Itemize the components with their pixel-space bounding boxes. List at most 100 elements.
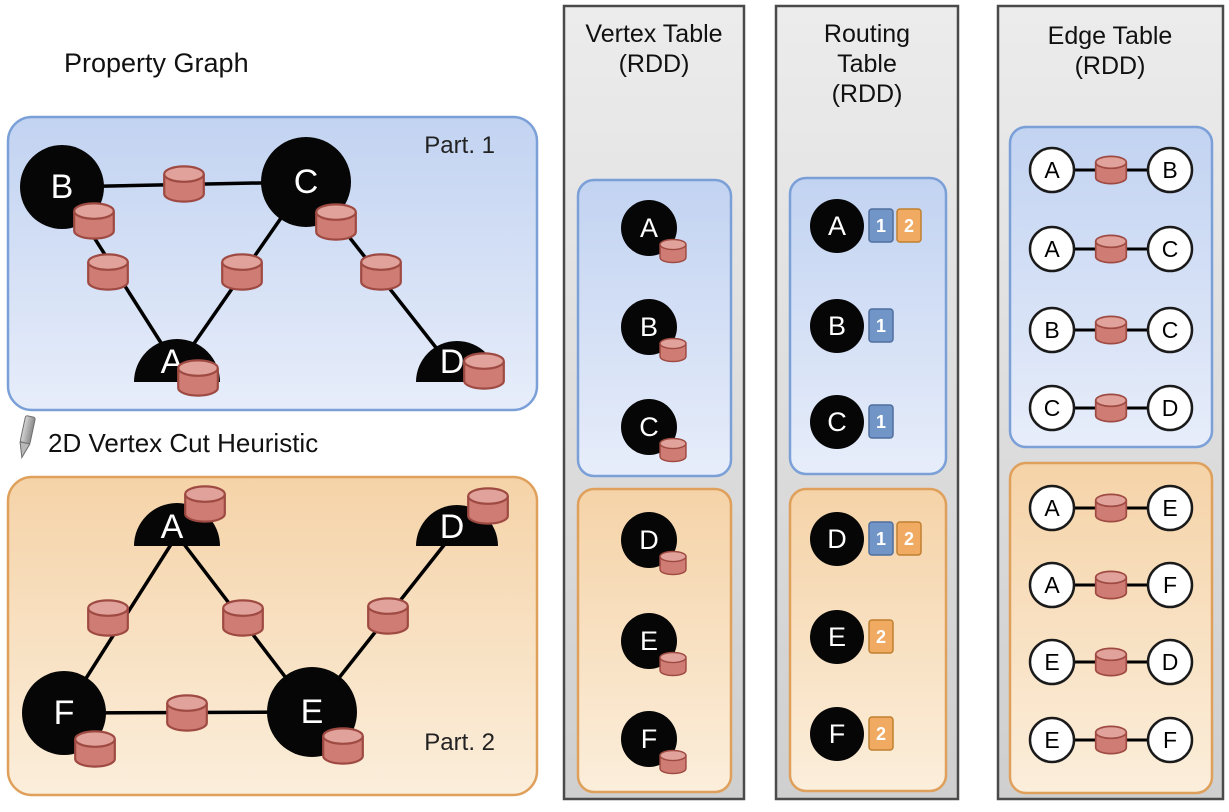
node-F-label: F [54,694,75,732]
partition-2: Part. 2 A D F E [6,475,539,797]
edge-property-icon [367,597,409,635]
routing-entry-C-label: C [827,407,847,437]
vertex-property-icon [659,749,687,775]
routing-entry-E [810,610,864,664]
edge-src-label: C [1044,395,1061,421]
edge-dst-label: D [1162,395,1179,421]
partition-badge-2 [896,521,922,556]
edge-dst [1146,146,1194,194]
edge-property-icon [1094,570,1128,600]
pencil-arrow-icon [19,415,36,460]
partition-2-label: Part. 2 [424,729,495,756]
vertex-property-icon [74,730,116,768]
edge-src [1028,484,1076,532]
edge-property-icon [1094,725,1128,755]
vertex-property-icon [184,485,226,523]
edge-property-icon [1094,393,1128,423]
edge-table-group-blue [1008,125,1214,449]
edge-property-icon [1094,234,1128,264]
vertex-property-icon [659,337,687,363]
vertex-entry-A-label: A [640,213,658,243]
vertex-property-icon [659,550,687,576]
vertex-property-icon [315,203,357,241]
edge-dst-label: D [1162,649,1179,675]
edge-dst-label: C [1162,317,1179,343]
vertex-property-icon [463,352,505,390]
partition-badge-2 [896,208,922,243]
partition-badge-1-num: 1 [876,529,886,549]
partition-badge-1 [868,308,894,343]
partition-badge-1 [868,404,894,439]
edge-src-label: E [1044,649,1059,675]
edge-src [1028,716,1076,764]
routing-entry-D-label: D [827,524,847,554]
edge-property-icon [87,599,129,637]
edge-src [1028,225,1076,273]
routing-table-title-line2: Table [837,50,897,78]
partition-badge-2-num: 2 [876,627,886,647]
edge-src-label: A [1044,495,1060,521]
edge-src-label: A [1044,572,1060,598]
edge-property-icon [1094,315,1128,345]
partition-badge-2 [868,716,894,751]
node-D2-label: D [440,508,465,546]
node-E-label: E [301,693,324,731]
routing-table-panel: Routing Table (RDD) A 1 2 B 1 C 1 D 1 2 … [774,4,960,801]
routing-entry-E-label: E [828,622,846,652]
vertex-property-icon [659,238,687,264]
edge-dst-label: F [1163,727,1177,753]
partition-badge-1-num: 1 [876,316,886,336]
node-A2-label: A [161,508,184,546]
vertex-property-icon [467,487,509,525]
edge-table-title-line1: Edge Table [1048,22,1173,50]
partition-badge-1 [868,208,894,243]
routing-entry-F-label: F [829,719,846,749]
vertex-property-icon [177,359,219,397]
edge-dst [1146,638,1194,686]
partition-badge-2-num: 2 [876,724,886,744]
edge-property-icon [221,253,263,291]
routing-entry-F [810,707,864,761]
edge-property-icon [1094,493,1128,523]
partition-1-box [6,115,539,412]
edge-dst [1146,561,1194,609]
partition-badge-1-num: 1 [876,412,886,432]
edge-property-icon [1094,647,1128,677]
property-graph-title: Property Graph [64,48,249,78]
edge-src [1028,146,1076,194]
vertex-cut-annotation: 2D Vertex Cut Heuristic [19,415,318,460]
edge-dst-label: B [1162,157,1177,183]
edge-src [1028,561,1076,609]
vertex-entry-D-label: D [639,525,659,555]
vertex-entry-F-label: F [641,724,658,754]
routing-entry-C [810,395,864,449]
vertex-table-title-line2: (RDD) [619,50,690,78]
edge-src-label: A [1044,157,1060,183]
routing-entry-B [810,299,864,353]
vertex-entry-E-label: E [640,626,658,656]
edge-src-label: B [1044,317,1059,343]
partition-badge-1 [868,521,894,556]
edge-dst [1146,484,1194,532]
edge-dst-label: F [1163,572,1177,598]
routing-entry-D [810,512,864,566]
edge-dst-label: C [1162,236,1179,262]
partition-badge-1-num: 1 [876,216,886,236]
partition-1: Part. 1 B C A D [6,115,539,412]
edge-src-label: E [1044,727,1059,753]
vertex-table-title-line1: Vertex Table [585,20,722,48]
edge-property-icon [222,599,264,637]
edge-src [1028,638,1076,686]
edge-dst [1146,225,1194,273]
edge-dst [1146,306,1194,354]
routing-table-title-line3: (RDD) [832,80,903,108]
routing-entry-A [810,199,864,253]
vertex-entry-B-label: B [640,312,658,342]
edge-src [1028,384,1076,432]
node-D-label: D [440,343,465,381]
edge-src-label: A [1044,236,1060,262]
edge-property-icon [166,694,208,732]
vertex-property-icon [73,202,115,240]
vertex-entry-C-label: C [639,412,659,442]
node-C-label: C [294,163,319,201]
